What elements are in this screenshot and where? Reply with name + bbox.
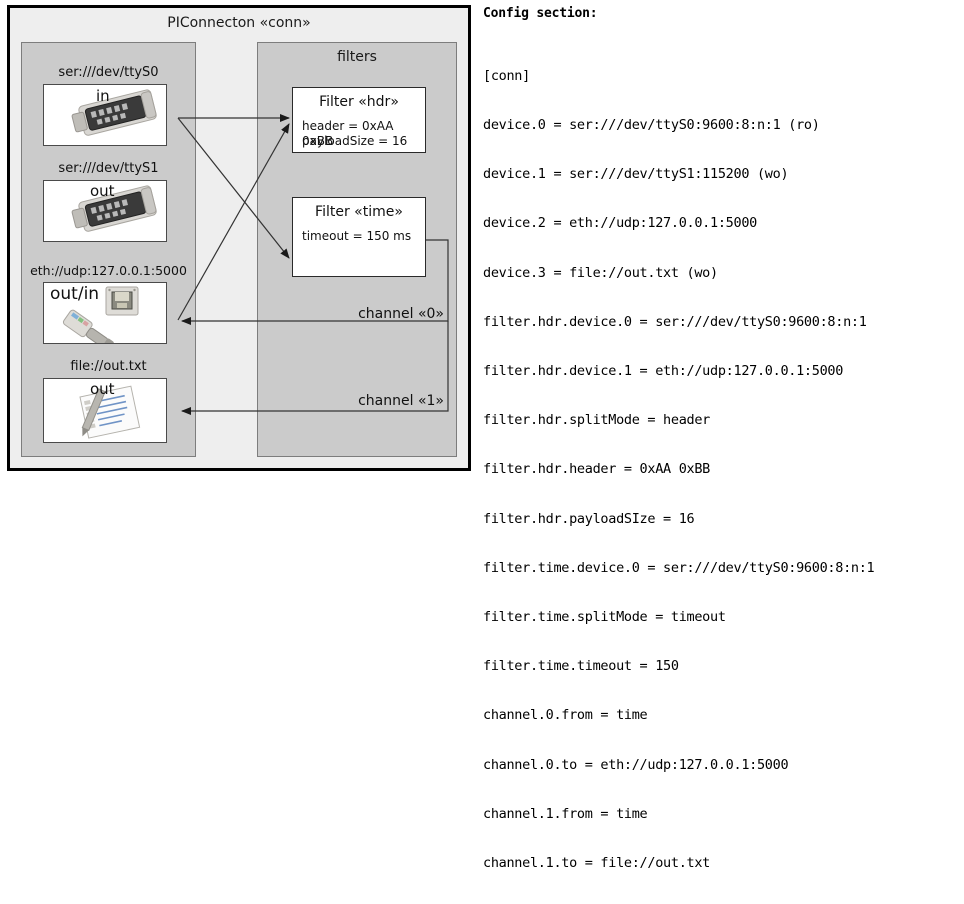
filters-panel-title: filters [337, 49, 377, 65]
filter-title-time: Filter «time» [315, 204, 403, 220]
device-label-0: ser:///dev/ttyS0 [58, 65, 159, 80]
diagram-title: PIConnecton «conn» [167, 15, 311, 31]
connector-diagram: PIConnecton «conn» ser:///dev/ttyS0 in [7, 5, 471, 471]
filter-prop-hdr-1: payloadSize = 16 [302, 134, 408, 148]
config-section: Config section: [conn] device.0 = ser://… [483, 6, 961, 904]
config-line: filter.hdr.header = 0xAA 0xBB [483, 461, 711, 478]
device-label-2: eth://udp:127.0.0.1:5000 [30, 263, 187, 278]
device-box-0[interactable]: in [43, 84, 167, 146]
config-line: channel.1.to = file://out.txt [483, 855, 711, 872]
config-line: channel.0.from = time [483, 707, 648, 724]
config-line: device.1 = ser:///dev/ttyS1:115200 (wo) [483, 166, 789, 183]
config-line: device.0 = ser:///dev/ttyS0:9600:8:n:1 (… [483, 117, 820, 134]
config-line: filter.hdr.device.1 = eth://udp:127.0.0.… [483, 363, 844, 380]
filter-box-hdr[interactable]: Filter «hdr» header = 0xAA 0xBB payloadS… [292, 87, 426, 153]
device-io-3: out [90, 380, 115, 398]
filter-box-time[interactable]: Filter «time» timeout = 150 ms [292, 197, 426, 277]
config-line: filter.hdr.splitMode = header [483, 412, 711, 429]
device-label-3: file://out.txt [70, 359, 147, 374]
filters-panel: filters Filter «hdr» header = 0xAA 0xBB … [257, 42, 457, 457]
device-io-1: out [90, 182, 115, 200]
config-line: [conn] [483, 67, 530, 84]
diagram-page: PIConnecton «conn» ser:///dev/ttyS0 in [7, 5, 875, 871]
serial-connector-icon [71, 185, 157, 232]
channel-label-1: channel «1» [358, 393, 444, 409]
device-label-1: ser:///dev/ttyS1 [58, 161, 159, 176]
config-line: filter.hdr.device.0 = ser:///dev/ttyS0:9… [483, 313, 867, 330]
config-line: filter.time.timeout = 150 [483, 658, 679, 675]
config-line: channel.1.from = time [483, 805, 648, 822]
config-heading: Config section: [483, 6, 598, 21]
device-io-2: out/in [50, 284, 100, 304]
devices-panel: ser:///dev/ttyS0 in [21, 42, 196, 457]
config-line: channel.0.to = eth://udp:127.0.0.1:5000 [483, 756, 789, 773]
channel-label-0: channel «0» [358, 306, 444, 322]
config-line: filter.time.splitMode = timeout [483, 609, 726, 626]
device-box-2[interactable]: out/in [43, 282, 167, 344]
serial-connector-icon [71, 89, 157, 136]
config-line: device.2 = eth://udp:127.0.0.1:5000 [483, 215, 757, 232]
config-line: filter.time.device.0 = ser:///dev/ttyS0:… [483, 559, 875, 576]
device-box-3[interactable]: out [43, 378, 167, 443]
config-lines: [conn] device.0 = ser:///dev/ttyS0:9600:… [483, 35, 961, 904]
device-io-0: in [96, 87, 110, 105]
config-line: device.3 = file://out.txt (wo) [483, 264, 718, 281]
device-box-1[interactable]: out [43, 180, 167, 242]
filter-prop-hdr-0: header = 0xAA 0xBB [302, 119, 394, 148]
filter-prop-time-0: timeout = 150 ms [302, 229, 412, 243]
config-line: filter.hdr.payloadSIze = 16 [483, 510, 695, 527]
ethernet-connector-icon [62, 286, 139, 343]
filter-title-hdr: Filter «hdr» [319, 94, 399, 110]
text-file-icon [79, 385, 141, 439]
